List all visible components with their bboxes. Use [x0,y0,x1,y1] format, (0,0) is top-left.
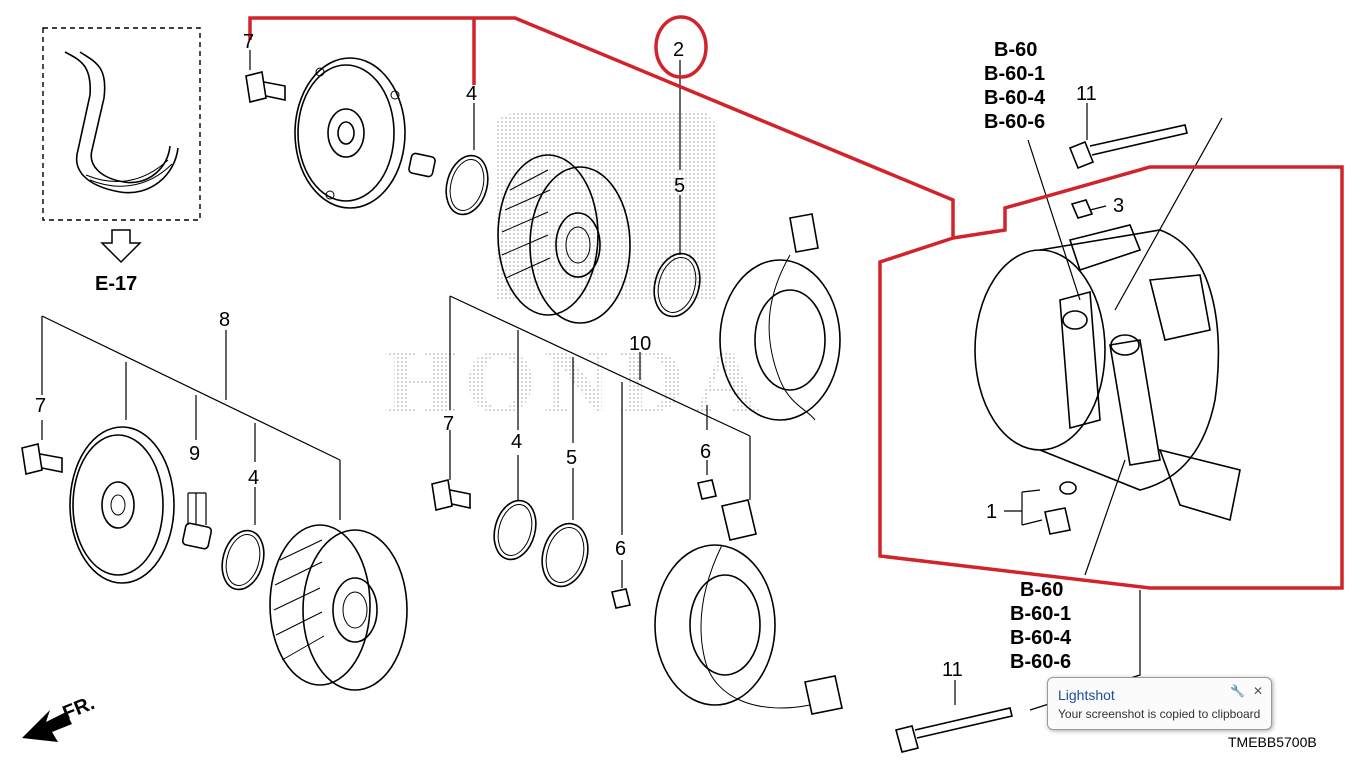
clutch-plate-left [69,426,175,584]
ref-top-2: B-60-4 [984,87,1046,109]
callout-4-left: 4 [248,467,259,489]
screw-6a [697,479,717,500]
callout-2: 2 [673,39,684,61]
callouts: 7 4 2 5 11 3 1 8 7 9 4 10 7 4 5 6 6 11 [35,31,1124,681]
diagram-code: TMEBB5700B [1228,734,1317,750]
callout-5-top: 5 [674,175,685,197]
front-label: FR. [60,692,98,724]
ref-codes-bottom: B-60 B-60-1 B-60-4 B-60-6 [1010,579,1072,673]
bolt-11-top [1068,124,1188,170]
red-highlight [248,15,1344,590]
callout-7-mid: 7 [443,413,454,435]
belt-reference [42,27,201,221]
close-icon[interactable]: ✕ [1252,684,1263,698]
callout-8: 8 [219,309,230,331]
fitting-1 [1044,481,1077,535]
screw-6b [611,588,631,609]
callout-5-mid: 5 [566,447,577,469]
snap-ring-left [221,529,265,591]
shim-top [408,152,436,178]
toast-title: Lightshot [1058,687,1115,703]
callout-10: 10 [629,333,651,355]
ref-codes-top: B-60 B-60-1 B-60-4 B-60-6 [984,39,1046,133]
callout-11-bottom: 11 [942,659,963,681]
ref-bottom-3: B-60-6 [1010,651,1071,673]
bolt-top [245,71,286,103]
callout-3: 3 [1113,195,1124,217]
lightshot-toast[interactable]: Lightshot 🔧✕ Your screenshot is copied t… [1047,677,1272,730]
ref-bottom-0: B-60 [1020,579,1063,601]
ref-top-0: B-60 [994,39,1037,61]
ref-top-3: B-60-6 [984,111,1045,133]
clutch-plate-top [294,57,406,209]
ref-bottom-1: B-60-1 [1010,603,1071,625]
svg-text:HONDA: HONDA [385,330,767,432]
field-coil-mid [654,499,843,715]
ref-bottom-2: B-60-4 [1010,627,1072,649]
compressor [974,224,1241,522]
arrow-down-icon [100,229,142,264]
toast-controls: 🔧✕ [1222,684,1263,698]
bolt-11-bottom [895,707,1013,753]
e17-ref: E-17 [95,273,137,295]
callout-11-top: 11 [1076,83,1097,105]
callout-4-top: 4 [466,83,477,105]
pulley-top [497,154,631,324]
snap-ring-top [445,154,489,216]
shim-left [181,522,213,550]
snap-ring-mid-5 [541,522,589,588]
callout-7-left: 7 [35,395,46,417]
callout-1: 1 [986,501,997,523]
wrench-icon[interactable]: 🔧 [1229,684,1245,698]
bolt-left [21,443,63,475]
front-arrow-icon [22,710,72,742]
snap-ring-2 [653,252,701,318]
leader-lines [41,50,1223,711]
field-coil-top [719,213,841,421]
fitting-3 [1070,199,1094,219]
honda-watermark: HONDA [385,112,767,432]
bolt-mid [431,479,471,511]
pulley-left [269,524,408,691]
toast-message: Your screenshot is copied to clipboard [1058,707,1261,721]
callout-9: 9 [189,443,200,465]
callout-6-b: 6 [615,538,626,560]
snap-ring-mid-4 [493,499,537,561]
ref-top-1: B-60-1 [984,63,1045,85]
callout-4-mid: 4 [511,431,522,453]
callout-6-a: 6 [700,441,711,463]
callout-7-top: 7 [243,31,254,53]
